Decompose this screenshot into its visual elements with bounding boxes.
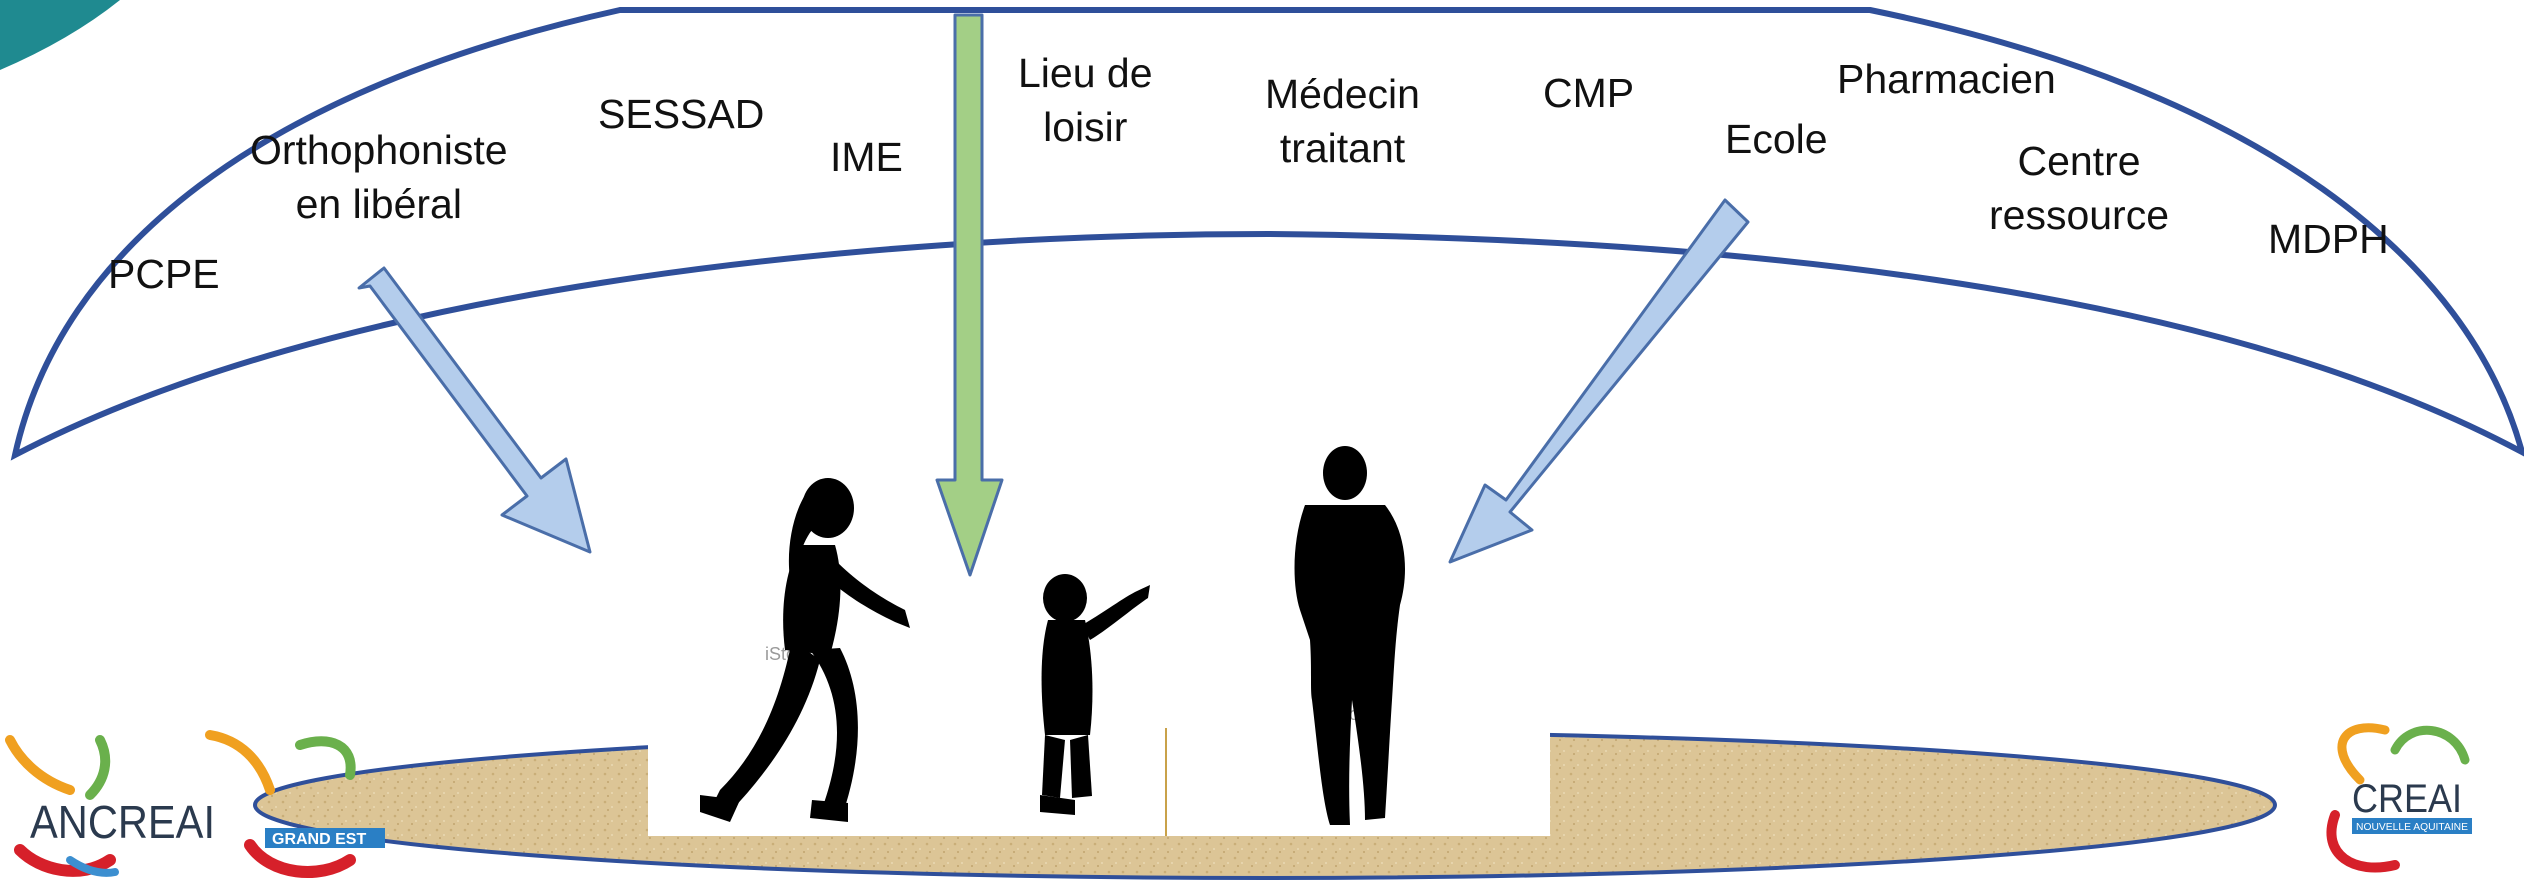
corner-decoration xyxy=(0,0,120,70)
label-mdph: MDPH xyxy=(2268,216,2389,262)
label-medecin-traitant-line1: Médecin xyxy=(1265,71,1420,117)
label-centre-ressource-line1: Centre xyxy=(2017,138,2141,184)
ancreai-logo: ANCREAI xyxy=(5,735,215,877)
label-sessad: SESSAD xyxy=(598,91,765,137)
label-pcpe: PCPE xyxy=(108,251,220,297)
label-lieu-de-loisir: Lieu de loisir xyxy=(1018,46,1153,154)
label-ime: IME xyxy=(830,134,903,180)
label-centre-ressource: Centre ressource xyxy=(1989,134,2169,242)
label-orthophoniste: Orthophoniste en libéral xyxy=(250,123,508,231)
label-medecin-traitant-line2: traitant xyxy=(1279,125,1406,171)
grand-est-logo-text: GRAND EST xyxy=(272,831,366,848)
child-silhouette xyxy=(1040,574,1150,815)
grand-est-logo: GRAND EST xyxy=(205,730,385,878)
label-medecin-traitant: Médecin traitant xyxy=(1265,67,1420,175)
creai-logo-text: CREAI xyxy=(2352,777,2462,821)
label-ecole: Ecole xyxy=(1725,116,1828,162)
label-cmp: CMP xyxy=(1543,70,1635,116)
arrow-ecole xyxy=(1448,198,1750,564)
label-pharmacien: Pharmacien xyxy=(1837,56,2056,102)
creai-logo-subtext: NOUVELLE AQUITAINE xyxy=(2356,822,2468,833)
label-centre-ressource-line2: ressource xyxy=(1989,192,2170,238)
label-orthophoniste-line2: en libéral xyxy=(295,181,462,227)
label-lieu-de-loisir-line2: loisir xyxy=(1043,104,1128,150)
arrow-lieu-de-loisir xyxy=(935,13,1004,577)
label-lieu-de-loisir-line1: Lieu de xyxy=(1018,50,1153,96)
arrow-orthophoniste xyxy=(357,266,592,554)
services-dome xyxy=(10,7,2524,461)
ancreai-logo-text: ANCREAI xyxy=(30,796,215,848)
label-orthophoniste-line1: Orthophoniste xyxy=(250,127,508,173)
woman-silhouette xyxy=(700,478,910,822)
creai-logo: CREAI NOUVELLE AQUITAINE xyxy=(2326,723,2472,873)
man-silhouette xyxy=(1294,446,1405,825)
